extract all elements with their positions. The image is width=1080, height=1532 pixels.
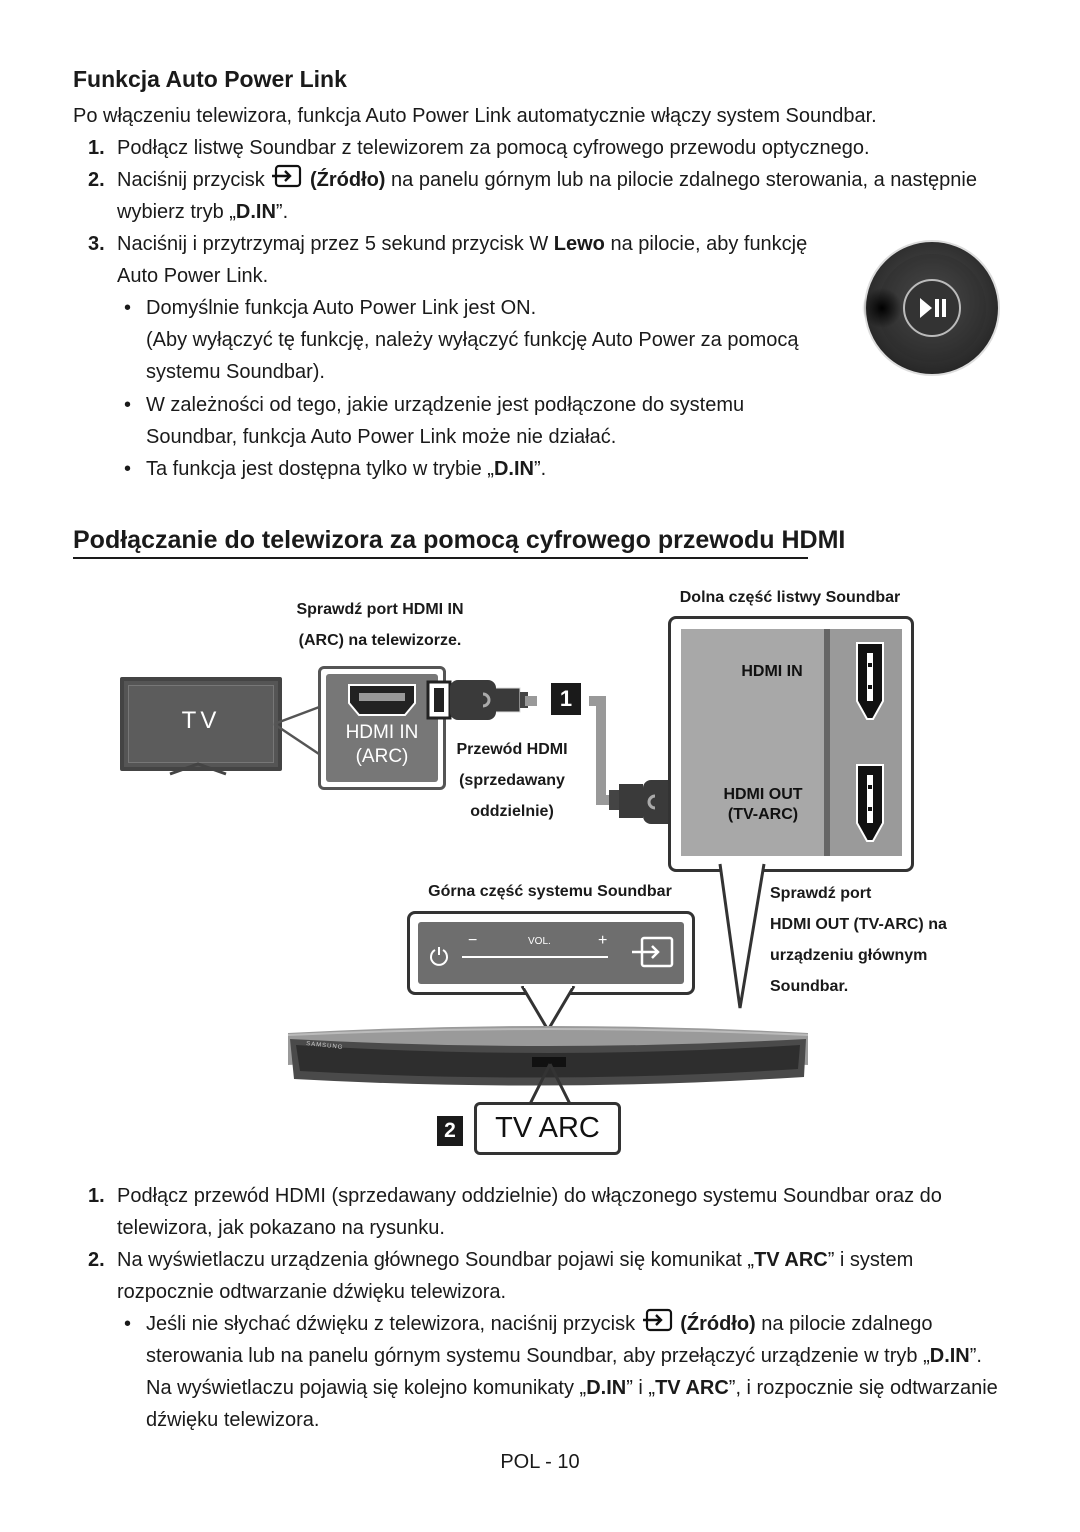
step-badge-2: 2	[437, 1116, 463, 1146]
step-text-part: Na wyświetlaczu urządzenia głównego Soun…	[117, 1249, 755, 1271]
tv-illustration: TV	[120, 677, 282, 771]
page-number: POL - 10	[500, 1451, 580, 1473]
bullet-text-bold: D.IN	[493, 458, 534, 480]
bullet-text-part: Na wyświetlaczu pojawią się kolejno komu…	[146, 1377, 587, 1399]
soundbar-port-callout: HDMI IN HDMI OUT(TV-ARC)	[668, 616, 914, 872]
step-text-part: wybierz tryb „	[117, 201, 236, 223]
step-text: rozpocznie odtwarzanie dźwięku telewizor…	[117, 1281, 507, 1303]
soundbar-bottom-label: Dolna część listwy Soundbar	[679, 589, 901, 606]
bullet-item-cont: (Aby wyłączyć tę funkcję, należy wyłączy…	[146, 329, 799, 351]
callout-pointer	[718, 863, 766, 1009]
tv-stand	[169, 762, 227, 776]
step-text-bold: Lewo	[553, 233, 605, 255]
step-badge-1: 1	[551, 683, 581, 715]
soundbar-panel	[681, 629, 824, 856]
step-text-part: ”.	[275, 201, 289, 223]
step-text: Podłącz przewód HDMI (sprzedawany oddzie…	[117, 1185, 942, 1207]
tv-port-label: HDMI IN(ARC)	[345, 722, 419, 767]
display-callout: TV ARC	[474, 1102, 621, 1155]
volume-up-button[interactable]: +	[598, 932, 608, 949]
title-underline	[73, 557, 808, 559]
bullet-item: Jeśli nie słychać dźwięku z telewizora, …	[124, 1308, 933, 1340]
bullet-text-bold: D.IN	[586, 1377, 627, 1399]
bullet-item-cont: Na wyświetlaczu pojawią się kolejno komu…	[146, 1372, 998, 1404]
volume-label: VOL.	[528, 936, 551, 947]
step-text: Naciśnij i przytrzymaj przez 5 sekund pr…	[117, 228, 807, 260]
power-icon[interactable]	[428, 944, 450, 966]
bullet-item-cont: systemu Soundbar).	[146, 361, 325, 383]
bullet-text-bold: D.IN	[929, 1345, 970, 1367]
step-text-part: Naciśnij i przytrzymaj przez 5 sekund pr…	[117, 233, 554, 255]
bullet-text-part: na pilocie zdalnego	[761, 1313, 933, 1335]
tv-label: TV	[181, 707, 221, 734]
step-number: 1.	[88, 137, 105, 159]
check-tv-port-label: Sprawdź port HDMI IN(ARC) na telewizorze…	[296, 601, 464, 649]
step-number: 3.	[88, 233, 105, 255]
callout-lines	[273, 704, 323, 758]
step-number: 2.	[88, 169, 105, 191]
source-icon	[272, 164, 302, 188]
intro-text: Po włączeniu telewizora, funkcja Auto Po…	[73, 105, 877, 127]
step-text-bold: TV ARC	[754, 1249, 828, 1271]
bullet-text-bold: (Źródło)	[680, 1313, 756, 1335]
bullet-item: Ta funkcja jest dostępna tylko w trybie …	[124, 453, 547, 485]
tv-port-callout: HDMI IN(ARC)	[318, 666, 446, 790]
play-pause-icon	[920, 298, 946, 318]
source-icon	[642, 1308, 672, 1332]
hdmi-out-port-label: HDMI OUT(TV-ARC)	[723, 786, 803, 823]
bullet-item: Domyślnie funkcja Auto Power Link jest O…	[124, 292, 536, 324]
step-text-part: na panelu górnym lub na pilocie zdalnego…	[391, 169, 977, 191]
soundbar-illustration	[287, 1026, 809, 1086]
top-panel-label: Górna część systemu Soundbar	[428, 883, 672, 900]
step-text: telewizora, jak pokazano na rysunku.	[117, 1217, 445, 1239]
section-title-hdmi: Podłączanie do telewizora za pomocą cyfr…	[73, 526, 846, 554]
step-text-bold: D.IN	[235, 201, 276, 223]
step-text-part: Naciśnij przycisk	[117, 169, 265, 191]
hdmi-in-port-icon	[856, 642, 884, 720]
hdmi-cable-plug	[426, 680, 528, 720]
step-text-part: ” i system	[827, 1249, 914, 1271]
bullet-text-part: ”, i rozpocznie się odtwarzanie	[728, 1377, 998, 1399]
section-title-auto-power-link: Funkcja Auto Power Link	[73, 66, 347, 92]
bullet-text-part: Jeśli nie słychać dźwięku z telewizora, …	[146, 1313, 636, 1335]
bullet-text-part: ”.	[533, 458, 547, 480]
bullet-text-part: Ta funkcja jest dostępna tylko w trybie …	[146, 458, 494, 480]
step-text: Auto Power Link.	[117, 265, 269, 287]
step-text: Podłącz listwę Soundbar z telewizorem za…	[117, 137, 870, 159]
volume-slider[interactable]	[462, 956, 608, 958]
bullet-text-part: sterowania lub na panelu górnym systemu …	[146, 1345, 930, 1367]
step-text: Naciśnij przycisk (Źródło) na panelu gór…	[117, 164, 977, 196]
step-text: Na wyświetlaczu urządzenia głównego Soun…	[117, 1244, 913, 1276]
bullet-item-cont: sterowania lub na panelu górnym systemu …	[146, 1340, 982, 1372]
remote-illustration	[862, 240, 1000, 376]
bullet-text-part: ” i „	[626, 1377, 656, 1399]
step-number: 2.	[88, 1249, 105, 1271]
top-panel-callout: − VOL. +	[407, 911, 695, 995]
step-text-part: na pilocie, aby funkcję	[604, 233, 808, 255]
bullet-item-cont: Soundbar, funkcja Auto Power Link może n…	[146, 426, 617, 448]
volume-down-button[interactable]: −	[468, 932, 478, 949]
bullet-item: W zależności od tego, jakie urządzenie j…	[124, 389, 744, 421]
hdmi-port-icon	[348, 684, 416, 716]
step-text: wybierz tryb „D.IN”.	[117, 196, 288, 228]
bullet-text-part: ”.	[969, 1345, 982, 1367]
step-text-bold: (Źródło)	[309, 169, 386, 191]
hdmi-in-port-label: HDMI IN	[741, 663, 803, 680]
bullet-text-bold: TV ARC	[655, 1377, 729, 1399]
source-icon[interactable]	[630, 936, 676, 970]
bullet-item-cont: dźwięku telewizora.	[146, 1409, 320, 1431]
step-number: 1.	[88, 1185, 105, 1207]
hdmi-out-port-icon	[856, 764, 884, 842]
